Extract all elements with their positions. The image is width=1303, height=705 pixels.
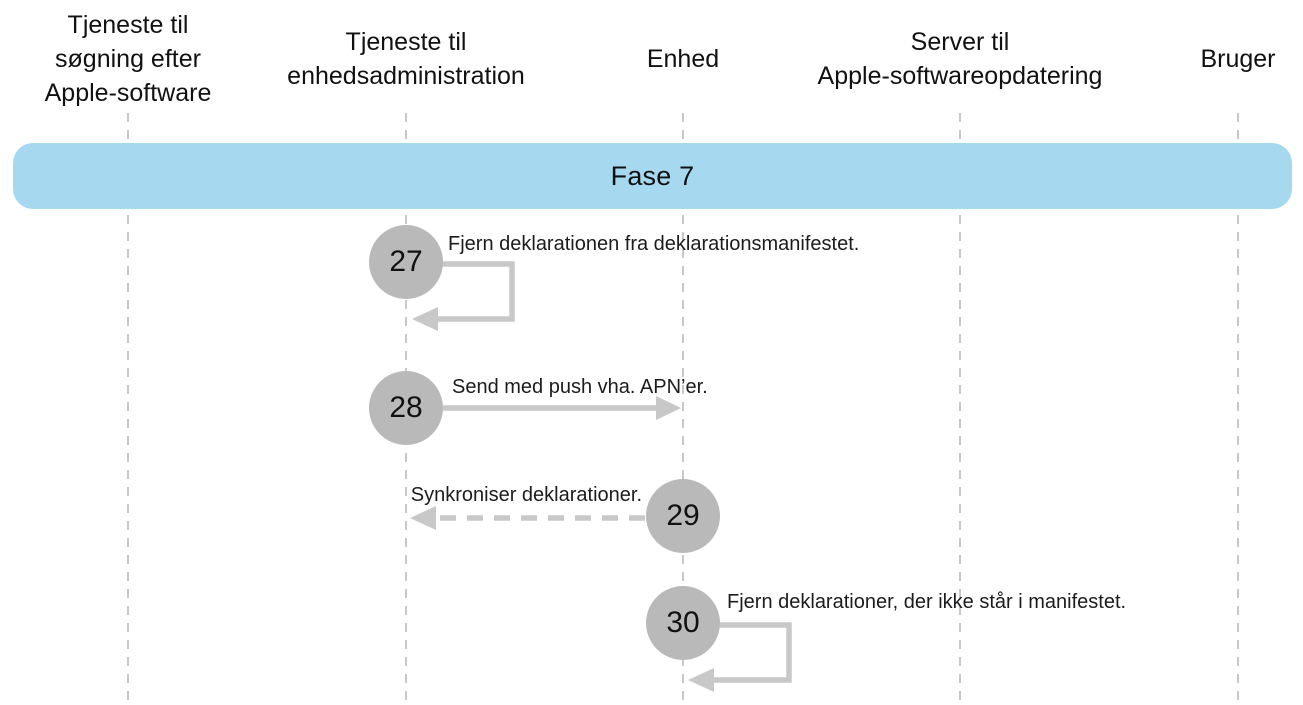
lane-header-user: Bruger [1200, 45, 1276, 73]
phase-banner-label: Fase 7 [610, 160, 695, 191]
step-circle-30: 30 [646, 586, 720, 660]
lane-header-software-update-server: Server til Apple-softwareopdatering [817, 28, 1103, 90]
step-number-28: 28 [389, 391, 423, 424]
step-circle-29: 29 [646, 479, 720, 553]
step-circle-28: 28 [369, 371, 443, 445]
lane-header-device-management: Tjeneste til enhedsadministration [287, 28, 525, 90]
step-number-27: 27 [389, 245, 423, 278]
step-label-29: Synkroniser deklarationer. [410, 484, 642, 506]
step-label-27: Fjern deklarationen fra deklarationsmani… [448, 233, 860, 255]
step-number-30: 30 [666, 606, 700, 639]
self-loop-arrow-30 [714, 622, 792, 683]
arrowhead-right-28 [656, 396, 681, 420]
lane-header-device: Enhed [646, 45, 720, 73]
self-loop-arrow-27 [438, 261, 515, 322]
lane-header-apple-software-lookup: Tjeneste til søgning efter Apple-softwar… [44, 11, 212, 107]
arrowhead-left-27 [412, 307, 438, 331]
arrowhead-left-30 [688, 668, 714, 692]
step-number-29: 29 [666, 499, 700, 532]
step-label-30: Fjern deklarationer, der ikke står i man… [727, 591, 1127, 613]
arrowhead-left-29 [410, 506, 436, 530]
step-circle-27: 27 [369, 225, 443, 299]
phase-banner: Fase 7 [13, 143, 1292, 209]
step-label-28: Send med push vha. APN’er. [452, 376, 708, 398]
